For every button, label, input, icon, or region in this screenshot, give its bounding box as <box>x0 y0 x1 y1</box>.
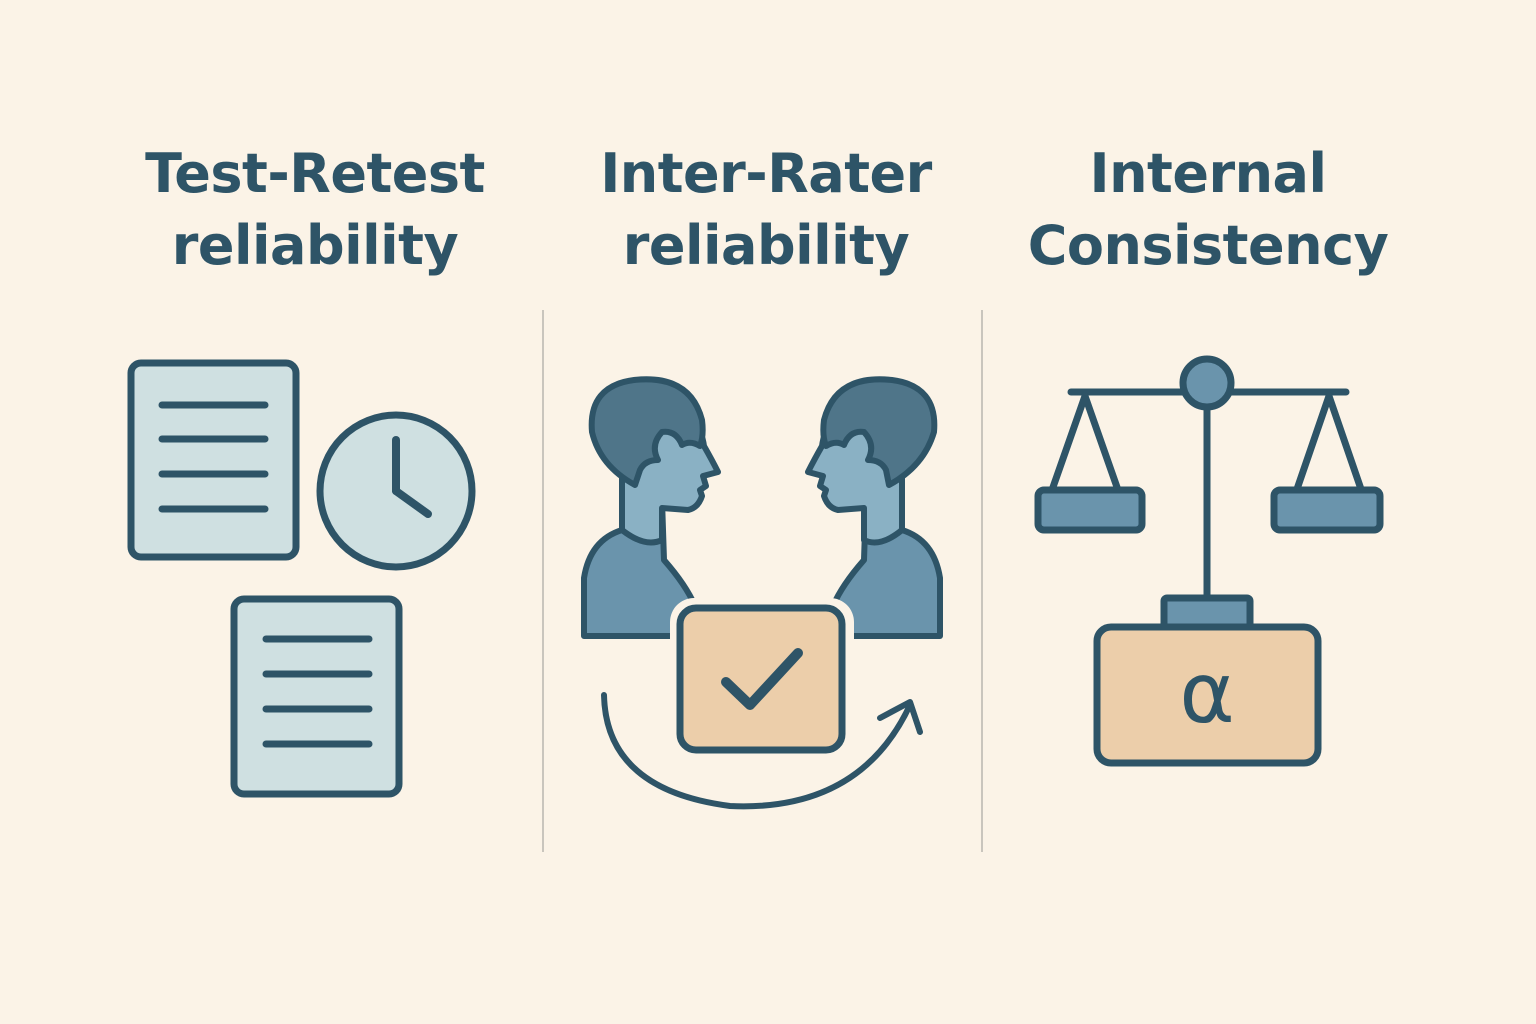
agreement-arrow-icon <box>601 692 923 810</box>
document-clock-icon <box>127 359 476 798</box>
person-left-icon <box>581 376 721 639</box>
heading-line-2: reliability <box>171 214 459 277</box>
column-divider <box>542 310 544 852</box>
heading-line-1: Inter-Rater <box>600 142 932 205</box>
balance-scale-icon: α <box>1034 355 1384 767</box>
alpha-box <box>1093 623 1322 767</box>
clock-icon <box>316 411 476 571</box>
checkmark-box-icon <box>670 598 854 760</box>
scale-pan-left <box>1034 486 1146 534</box>
scale-pan-right <box>1270 486 1384 534</box>
heading-line-2: Consistency <box>1027 214 1389 277</box>
heading-line-2: reliability <box>622 214 910 277</box>
heading-line-1: Internal <box>1089 142 1328 205</box>
alpha-symbol: α <box>1179 644 1234 742</box>
test-retest-heading: Test-Retest reliability <box>95 138 535 282</box>
scale-pivot <box>1179 355 1235 411</box>
column-divider <box>981 310 983 852</box>
document-icon <box>127 359 300 561</box>
document-icon <box>230 595 403 798</box>
person-right-icon <box>805 376 943 639</box>
internal-consistency-heading: Internal Consistency <box>988 138 1428 282</box>
two-raters-icon <box>581 376 943 810</box>
heading-line-1: Test-Retest <box>145 142 485 205</box>
inter-rater-heading: Inter-Rater reliability <box>546 138 986 282</box>
